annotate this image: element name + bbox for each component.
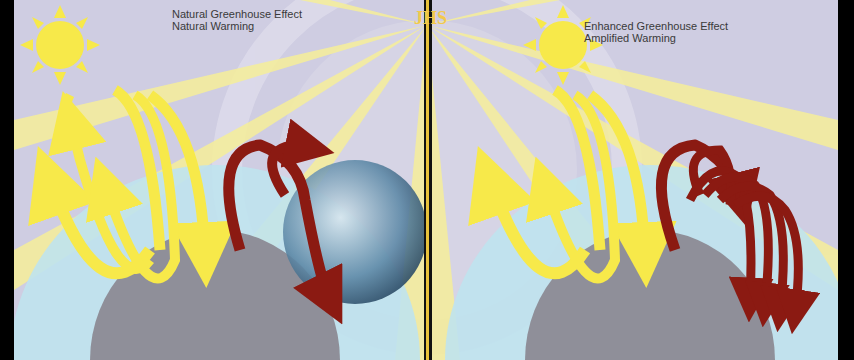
- panel-subheading: Amplified Warming: [584, 32, 676, 44]
- watermark: JHS: [414, 8, 447, 29]
- panel-heading: Natural Greenhouse Effect: [172, 8, 302, 20]
- panel-subheading: Natural Warming: [172, 20, 254, 32]
- panel-heading: Enhanced Greenhouse Effect: [584, 20, 728, 32]
